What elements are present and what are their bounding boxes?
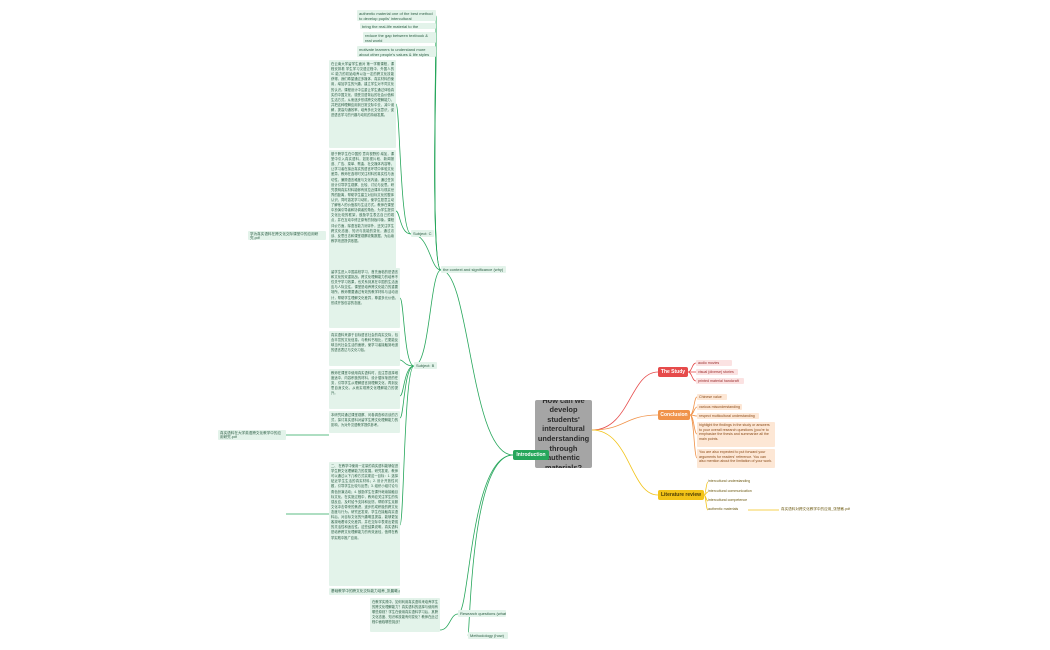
intro-leaf-3[interactable]: reduce the gap between textbook & real w…	[363, 32, 436, 43]
study-item-visual-stories[interactable]: visual (diverse) stories	[696, 369, 738, 375]
subject-b-paragraph-5: 二、 在教学中使用一定量的真实语料能够促进学生跨文化理解能力的发展。研究发现，教…	[329, 462, 400, 586]
subject-b-paragraph-3: 教师在课堂中使用真实语料时，应注意选择难度适中、内容积极的材料，设计循序渐进的任…	[329, 369, 400, 409]
research-questions-node[interactable]: Research questions (what)	[458, 610, 506, 617]
conclusion-item-respect[interactable]: respect multicultural understanding	[697, 413, 759, 419]
subject-b-node[interactable]: Subject: B	[414, 362, 437, 369]
conclusion-item-chinese-value[interactable]: Chinese value	[697, 394, 727, 400]
subject-c-node[interactable]: Subject: C	[411, 230, 434, 237]
intro-leaf-4[interactable]: motivate learners to understand more abo…	[357, 46, 436, 57]
lit-item-intercultural-communication[interactable]: intercultural communication	[708, 489, 752, 493]
subject-b-pdf-attachment[interactable]: 真实语料在大学英语跨文化教学中的应用研究.pdf	[218, 430, 286, 440]
research-questions-paragraph: 在教学实践中，如何利用真实语料来培养学生的跨文化理解能力？真实语料的选择与使用有…	[370, 598, 440, 632]
context-significance-node[interactable]: the context and significance (why)	[441, 266, 506, 273]
subject-b-paragraph-4: 本研究将通过课堂观察、问卷调查和访谈的方式，探讨真实语料对留学生跨文化理解能力的…	[329, 411, 400, 433]
branch-conclusion[interactable]: Conclusion	[658, 410, 690, 420]
intro-leaf-1[interactable]: authentic material one of the best metho…	[357, 10, 436, 21]
subject-b-paragraph-1: 留学生进入中国高校学习，首先面临的是语言和文化的双重挑战。跨文化理解能力的培养不…	[329, 268, 400, 328]
subject-c-paragraph-2: 基于跨学生在中国的 意向视野的 增加，课堂中引入真实语料，如影视片段、新闻报道、…	[329, 150, 396, 272]
lit-pdf-attachment[interactable]: 真实语料对跨文化教学中的应用_张慧敏.pdf	[781, 507, 851, 511]
branch-introduction[interactable]: Introduction	[513, 450, 549, 460]
study-item-audio-movies[interactable]: audio movies	[696, 360, 732, 366]
conclusion-item-highlight-findings[interactable]: highlight the findings in the study or a…	[697, 422, 775, 447]
conclusion-item-arguments[interactable]: You are also expected to put forward you…	[697, 449, 775, 468]
subject-b-pdf-attachment-2[interactable]: 基础教学中的跨文化交际能力培养_张晨曦.pdf	[329, 588, 400, 595]
lit-item-intercultural-competence[interactable]: intercultural competence	[708, 498, 748, 502]
conclusion-item-misunderstanding[interactable]: various misunderstanding	[697, 404, 742, 410]
lit-item-intercultural-understanding[interactable]: intercultural understanding	[708, 479, 751, 483]
subject-c-paragraph-1: 在云南大学留学生面对 第一学期课程，课程安排着 学生学习汉语过程中，外国人的 I…	[329, 60, 396, 148]
intro-leaf-2[interactable]: bring the real-life material to the clas…	[360, 23, 436, 29]
subject-b-paragraph-2: 真实语料来源于目标语言社会的真实交际，包含丰富的文化信息。与教科书相比，它更能反…	[329, 331, 400, 366]
methodology-node[interactable]: Methodology (how)	[468, 632, 508, 639]
branch-the-study[interactable]: The Study	[658, 367, 688, 377]
study-item-printed-material[interactable]: printed material handcraft	[696, 378, 744, 384]
branch-literature-review[interactable]: Literature review	[658, 490, 704, 500]
lit-item-authentic-materials[interactable]: authentic materials	[708, 507, 739, 511]
subject-c-pdf-attachment[interactable]: 学为真实语料在跨文化交际课堂中的应用研究.pdf	[248, 231, 326, 240]
